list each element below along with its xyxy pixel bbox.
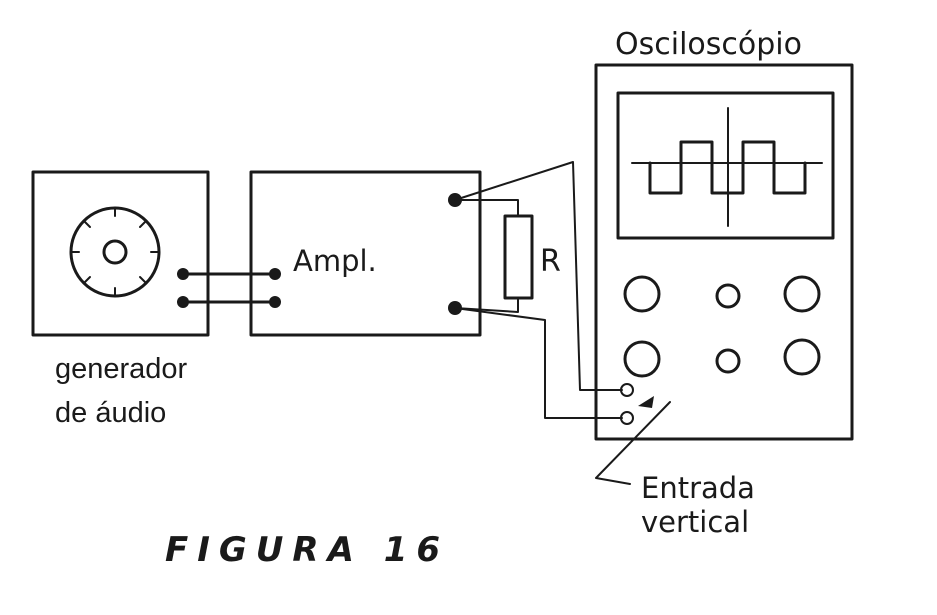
generator-dial-icon [69, 206, 161, 298]
resistor-body [503, 214, 534, 300]
figure-caption: FIGURA 16 [165, 530, 449, 570]
oscilloscope-label: Osciloscópio [615, 27, 802, 62]
generator-amplifier-leads [181, 272, 277, 304]
oscilloscope-input-wires [454, 161, 623, 419]
oscilloscope [594, 63, 854, 441]
vertical-input-pointer [595, 396, 671, 485]
amplifier-label: Ampl. [293, 244, 377, 278]
amplifier [249, 170, 482, 337]
control-knob-3 [783, 275, 821, 313]
control-knob-1 [623, 275, 661, 313]
amplifier-box [249, 170, 482, 337]
control-knob-5 [715, 348, 741, 374]
generator-label-line1: generador [55, 353, 188, 385]
input-label-line2: vertical [641, 505, 749, 539]
vertical-input-terminal-bottom [620, 411, 634, 425]
generator-box [31, 170, 210, 337]
amplifier-input-bottom [269, 296, 281, 308]
generator-label-line2: de áudio [55, 397, 166, 429]
input-label-line1: Entrada [641, 471, 755, 505]
square-wave-trace [648, 140, 807, 195]
audio-generator [31, 170, 210, 337]
control-knob-6 [783, 338, 821, 376]
resistor [454, 199, 534, 313]
oscilloscope-screen [616, 91, 835, 240]
amplifier-input-top [269, 268, 281, 280]
control-knob-4 [623, 340, 661, 378]
oscilloscope-body [594, 63, 854, 441]
control-knob-2 [715, 283, 741, 309]
vertical-input-terminal-top [620, 383, 634, 397]
resistor-label: R [540, 244, 561, 279]
